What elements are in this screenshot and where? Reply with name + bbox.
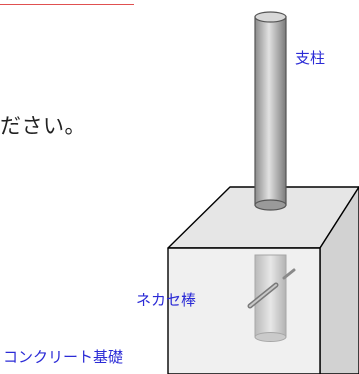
top-divider-line [0,4,134,5]
embedded-post-section [254,254,287,342]
concrete-base-front-face [167,247,321,374]
anchor-rod [247,268,296,309]
post-label: 支柱 [295,49,326,67]
instruction-text-fragment: ださい。 [0,114,86,138]
concrete-base-label: コンクリート基礎 [3,348,124,366]
post-pole [254,11,287,211]
anchor-rod-label: ネカセ棒 [136,291,197,309]
